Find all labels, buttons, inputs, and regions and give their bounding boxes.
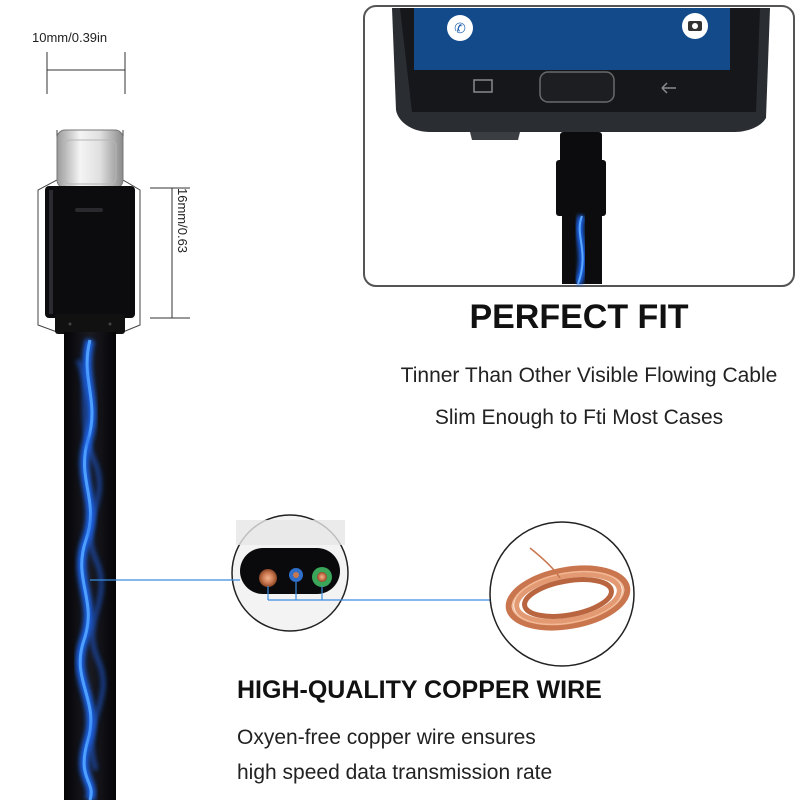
copper-wire-line-1: Oxyen-free copper wire ensures <box>237 726 536 749</box>
usb-c-plug <box>56 129 124 189</box>
height-dimension-label: 16mm/0.63 <box>175 188 190 254</box>
connector-housing <box>45 186 135 334</box>
callout-lines <box>90 579 500 601</box>
cable-cross-section <box>231 514 349 632</box>
phone-photo: ✆ <box>392 8 770 286</box>
recent-apps-icon <box>473 79 493 93</box>
phone-icon: ✆ <box>454 21 466 37</box>
copper-coil <box>489 521 635 667</box>
home-button <box>539 71 615 103</box>
height-dimension-marker <box>150 187 190 319</box>
copper-wire-title: HIGH-QUALITY COPPER WIRE <box>237 676 602 704</box>
perfect-fit-line-1: Tinner Than Other Visible Flowing Cable <box>400 364 778 387</box>
flowing-cable <box>64 332 116 800</box>
width-dimension-label: 10mm/0.39in <box>32 30 108 45</box>
width-dimension-marker <box>46 52 126 94</box>
back-icon <box>661 82 676 94</box>
copper-wire-line-2: high speed data transmission rate <box>237 761 553 784</box>
perfect-fit-title: PERFECT FIT <box>469 298 689 336</box>
perfect-fit-line-2: Slim Enough to Fti Most Cases <box>434 406 724 429</box>
